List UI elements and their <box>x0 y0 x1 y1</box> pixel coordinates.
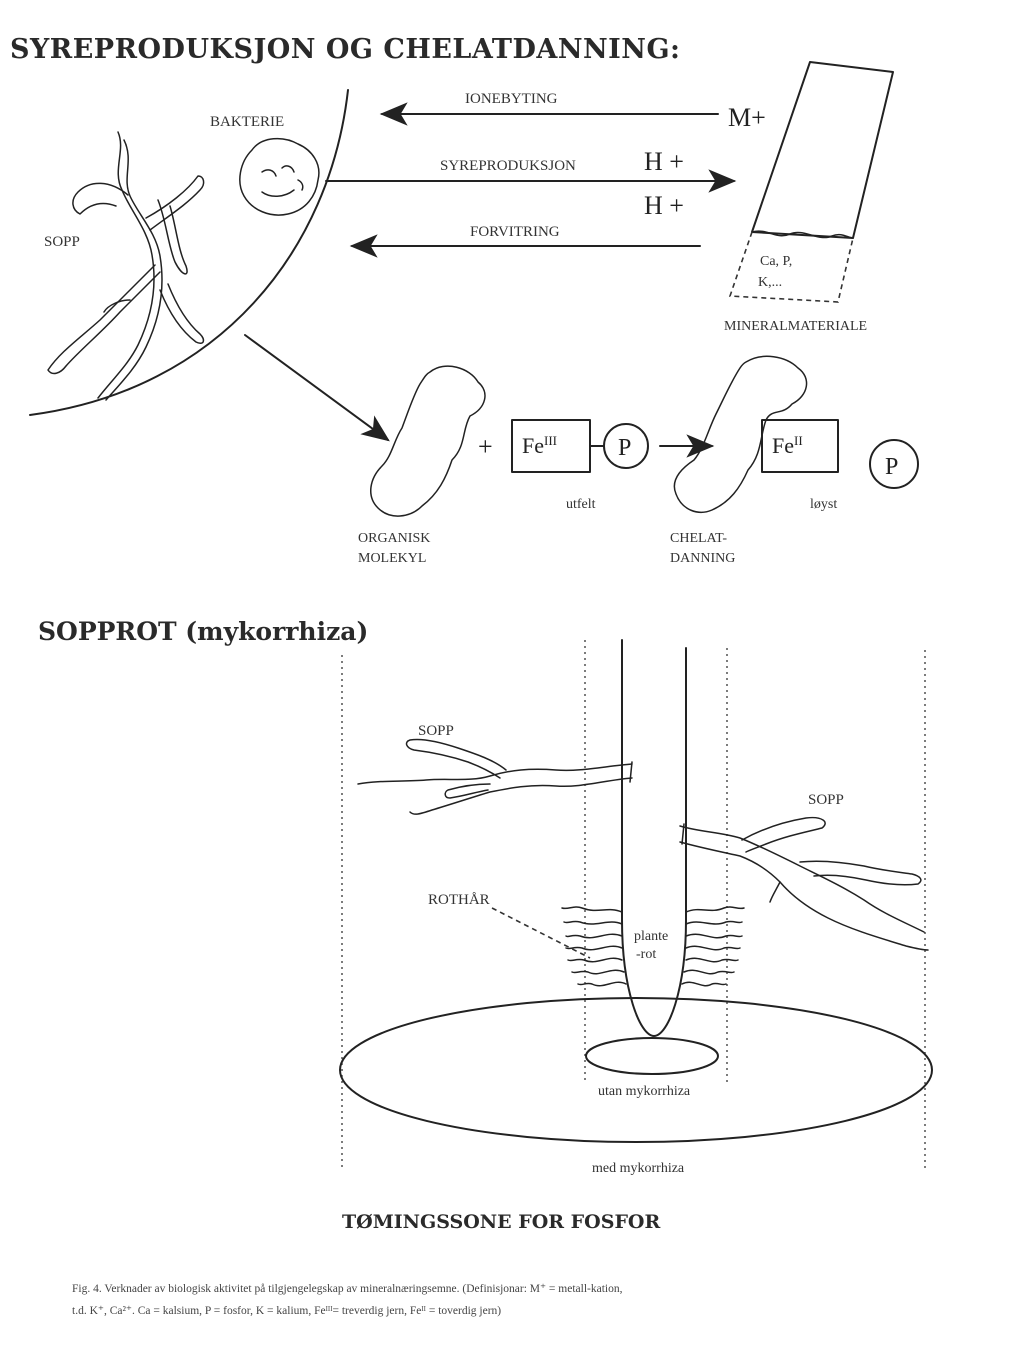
label-plante-1: plante <box>634 929 668 944</box>
p-circle-loyst <box>869 439 919 489</box>
label-chelat-1: CHELAT- <box>670 531 727 546</box>
fe2-box <box>761 419 839 473</box>
label-ionebyting: IONEBYTING <box>465 91 558 107</box>
ion-h-plus-1: H + <box>644 147 684 176</box>
label-mineral-contents: Ca, P, <box>760 254 792 269</box>
label-sopp-top: SOPP <box>44 234 80 250</box>
organic-molecule <box>370 365 486 517</box>
label-loyst: løyst <box>810 497 837 512</box>
depletion-zone-without-mycorrhiza <box>585 1037 719 1075</box>
label-mineral-contents-2: K,... <box>758 275 782 290</box>
label-organisk-2: MOLEKYL <box>358 551 426 566</box>
depletion-zone-with-mycorrhiza <box>339 997 933 1143</box>
mineral-block <box>728 61 894 303</box>
fungus-hypha-left <box>357 738 633 815</box>
label-utfelt: utfelt <box>566 497 596 512</box>
p-label-utfelt: P <box>618 435 631 461</box>
label-syreproduksjon: SYREPRODUKSJON <box>440 158 576 174</box>
title-zone: TØMINGSSONE FOR FOSFOR <box>342 1211 660 1233</box>
fungus-hypha-right <box>679 816 929 951</box>
rothar-pointer <box>491 907 591 959</box>
label-forvitring: FORVITRING <box>470 224 560 240</box>
label-sopp-right: SOPP <box>808 792 844 808</box>
label-chelat-2: DANNING <box>670 551 735 566</box>
label-plante-2: -rot <box>636 947 656 962</box>
root-hairs-left <box>561 906 627 987</box>
label-med-mykorrhiza: med mykorrhiza <box>592 1161 685 1176</box>
caption-line-2: t.d. K⁺, Ca²⁺. Ca = kalsium, P = fosfor,… <box>72 1305 502 1317</box>
p-circle-utfelt <box>603 423 649 469</box>
root-hairs-right <box>681 906 745 987</box>
plant-root <box>621 639 687 1037</box>
title-top: SYREPRODUKSJON OG CHELATDANNING: <box>10 34 681 65</box>
label-mineralmateriale: MINERALMATERIALE <box>724 319 867 334</box>
p-label-loyst: P <box>885 454 898 480</box>
chelate-molecule <box>673 355 808 514</box>
arrow-to-organic <box>244 334 390 442</box>
bacterium <box>239 137 320 216</box>
fe2-label: FeII <box>772 433 803 458</box>
fe3-label: FeIII <box>522 433 557 458</box>
label-utan-mykorrhiza: utan mykorrhiza <box>598 1084 691 1099</box>
fungus-hyphae-top <box>47 131 205 401</box>
label-rothar: ROTHÅR <box>428 892 490 908</box>
ion-m-plus: M+ <box>728 103 766 132</box>
label-bakterie: BAKTERIE <box>210 114 284 130</box>
label-organisk-1: ORGANISK <box>358 531 430 546</box>
title-bottom: SOPPROT (mykorrhiza) <box>38 617 368 646</box>
figure-caption: Fig. 4. Verknader av biologisk aktivitet… <box>72 1278 1022 1322</box>
ion-h-plus-2: H + <box>644 191 684 220</box>
organism-zone-arc <box>29 89 349 416</box>
label-sopp-left: SOPP <box>418 723 454 739</box>
caption-line-1: Fig. 4. Verknader av biologisk aktivitet… <box>72 1283 623 1295</box>
plus-sign: + <box>478 432 493 461</box>
